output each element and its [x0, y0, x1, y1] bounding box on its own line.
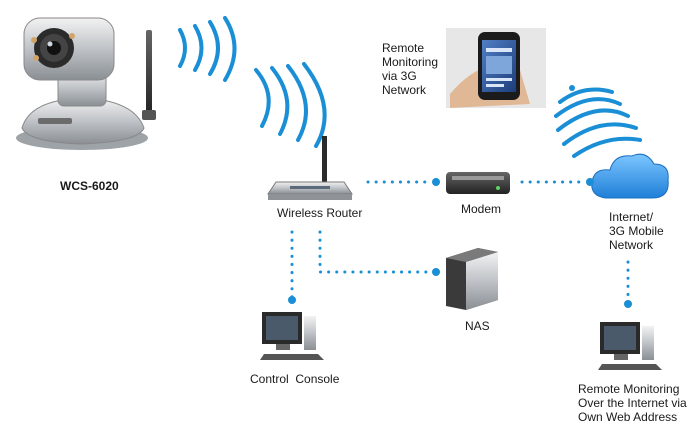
wireless-router-icon [267, 136, 353, 200]
remote-desktop-computer-icon [598, 322, 662, 370]
remote-web-label: Remote Monitoring Over the Internet via … [578, 382, 690, 424]
modem-label: Modem [461, 202, 501, 216]
remote-mobile-label: Remote Monitoring via 3G Network [382, 41, 441, 97]
ip-camera-icon [16, 17, 156, 150]
router-nas-link [318, 230, 434, 274]
desktop-computer-icon [260, 312, 324, 360]
mobile-wifi-waves-icon [554, 87, 642, 158]
control-console-label: Control Console [250, 372, 340, 386]
dotted-links [290, 180, 630, 304]
camera-model-label: WCS-6020 [60, 179, 119, 193]
camera-wifi-waves-icon [178, 16, 237, 82]
wave-dot-icon [569, 85, 575, 91]
router-wifi-waves-icon [254, 62, 327, 148]
cloud-icon [591, 153, 669, 199]
nas-label: NAS [465, 319, 490, 333]
smartphone-icon [446, 28, 546, 108]
internet-label: Internet/ 3G Mobile Network [609, 210, 667, 252]
nas-storage-icon [446, 248, 498, 310]
router-label: Wireless Router [277, 206, 362, 220]
modem-icon [446, 172, 510, 194]
link-arrowheads [288, 178, 632, 308]
